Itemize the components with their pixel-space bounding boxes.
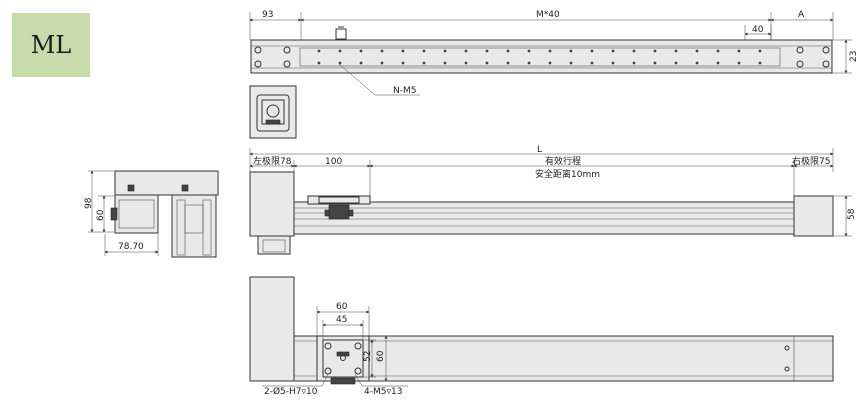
mounting-hole bbox=[380, 61, 384, 65]
model-badge-label: ML bbox=[30, 31, 72, 59]
side-view: L 左极限78 100 有效行程 安全距离10mm 右极限75 bbox=[249, 145, 857, 255]
mounting-hole bbox=[653, 49, 657, 53]
mounting-hole bbox=[359, 61, 363, 65]
mounting-hole bbox=[422, 61, 426, 65]
mounting-hole bbox=[464, 61, 468, 65]
mounting-hole bbox=[653, 61, 657, 65]
callout-n-m5: N-M5 bbox=[393, 86, 416, 96]
top-view: 93 M*40 A 40 23 N-M5 bbox=[249, 10, 859, 139]
callout-pins: 2-Ø5-H7▿10 bbox=[264, 386, 318, 397]
dim-100: 100 bbox=[325, 157, 342, 167]
dim-60-end: 60 bbox=[96, 209, 106, 221]
mounting-hole bbox=[443, 49, 447, 53]
dim-pitch-40: 40 bbox=[752, 25, 764, 35]
left-limit-label: 左极限78 bbox=[253, 155, 292, 167]
stroke-label: 有效行程 bbox=[545, 155, 581, 167]
mounting-hole bbox=[422, 49, 426, 53]
mounting-hole bbox=[569, 49, 573, 53]
mounting-hole bbox=[317, 49, 321, 53]
mounting-hole bbox=[527, 49, 531, 53]
mounting-hole bbox=[401, 61, 405, 65]
model-badge: ML bbox=[12, 13, 90, 77]
mounting-hole bbox=[737, 61, 741, 65]
mounting-hole bbox=[695, 49, 699, 53]
dim-98: 98 bbox=[84, 197, 94, 209]
dim-93: 93 bbox=[262, 10, 273, 20]
right-limit-label: 右极限75 bbox=[792, 155, 830, 167]
mounting-hole bbox=[674, 61, 678, 65]
mounting-hole bbox=[485, 49, 489, 53]
mounting-hole bbox=[569, 61, 573, 65]
dim-52: 52 bbox=[363, 351, 373, 362]
mounting-hole bbox=[590, 61, 594, 65]
bottom-view: 60 45 52 60 2-Ø5-H7▿10 4-M5▿13 bbox=[249, 276, 834, 397]
dim-78-70: 78.70 bbox=[118, 242, 144, 252]
mounting-hole bbox=[317, 61, 321, 65]
mounting-hole bbox=[611, 61, 615, 65]
mounting-hole bbox=[401, 49, 405, 53]
mounting-hole bbox=[611, 49, 615, 53]
dim-l: L bbox=[537, 145, 542, 155]
mounting-hole bbox=[464, 49, 468, 53]
mounting-hole bbox=[758, 49, 762, 53]
mounting-hole bbox=[506, 49, 510, 53]
mounting-hole bbox=[548, 61, 552, 65]
dim-23: 23 bbox=[849, 51, 859, 62]
callout-screws: 4-M5▿13 bbox=[364, 387, 402, 397]
mounting-hole bbox=[758, 61, 762, 65]
mounting-hole bbox=[716, 61, 720, 65]
dim-60-top: 60 bbox=[336, 302, 348, 312]
mounting-holes bbox=[317, 49, 762, 65]
mounting-hole bbox=[590, 49, 594, 53]
mounting-hole bbox=[338, 49, 342, 53]
mounting-hole bbox=[359, 49, 363, 53]
mounting-hole bbox=[506, 61, 510, 65]
dim-58: 58 bbox=[847, 208, 857, 220]
mounting-hole bbox=[485, 61, 489, 65]
mounting-hole bbox=[737, 49, 741, 53]
dim-a: A bbox=[798, 10, 805, 20]
mounting-hole bbox=[380, 49, 384, 53]
mounting-hole bbox=[632, 61, 636, 65]
safety-label: 安全距离10mm bbox=[535, 168, 600, 180]
mounting-hole bbox=[716, 49, 720, 53]
mounting-hole bbox=[548, 49, 552, 53]
mounting-hole bbox=[674, 49, 678, 53]
mounting-hole bbox=[443, 61, 447, 65]
mounting-hole bbox=[338, 61, 342, 65]
end-view: 98 60 78.70 bbox=[84, 170, 219, 258]
mounting-hole bbox=[632, 49, 636, 53]
dim-60-side: 60 bbox=[376, 350, 386, 362]
dim-m40: M*40 bbox=[536, 10, 560, 20]
mounting-hole bbox=[695, 61, 699, 65]
mounting-hole bbox=[527, 61, 531, 65]
dim-45: 45 bbox=[336, 315, 347, 325]
